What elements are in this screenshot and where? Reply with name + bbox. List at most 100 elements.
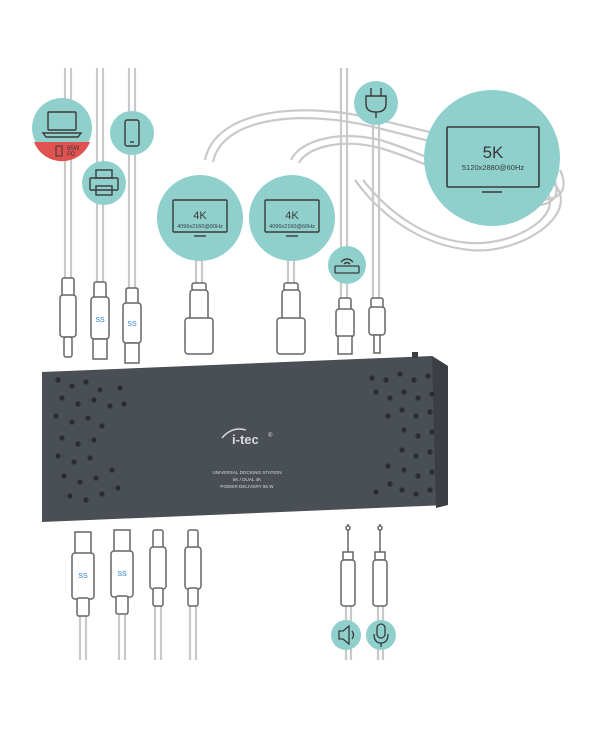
usb-a-connector-bottom-1: SS xyxy=(71,531,95,617)
usb-c-connector-bottom-2 xyxy=(184,529,202,607)
vent-hole xyxy=(387,395,393,401)
vent-hole xyxy=(59,435,65,441)
vent-hole xyxy=(55,377,61,383)
laptop-circle: 65W PD xyxy=(32,98,92,162)
vent-hole xyxy=(91,397,97,403)
power-plug-circle xyxy=(354,81,398,125)
vent-hole xyxy=(415,433,421,439)
usb-c-connector-top xyxy=(59,277,77,358)
vent-hole xyxy=(415,395,421,401)
usb-a-connector-top-1: SS xyxy=(90,281,110,360)
vent-hole xyxy=(399,447,405,453)
vent-hole xyxy=(85,415,91,421)
usb-a-connector-top-2: SS xyxy=(122,287,142,364)
speaker-circle xyxy=(331,620,361,650)
microphone-circle xyxy=(366,620,396,650)
vent-hole xyxy=(397,371,403,377)
vent-hole xyxy=(413,453,419,459)
vent-hole xyxy=(427,449,433,455)
vent-hole xyxy=(387,481,393,487)
monitor-5k-spec: 5120x2880@60Hz xyxy=(462,163,524,172)
vent-hole xyxy=(99,491,105,497)
monitor-icon-5k xyxy=(446,126,540,193)
vent-hole xyxy=(61,473,67,479)
vent-hole xyxy=(413,491,419,497)
brand-logo-text: i-tec xyxy=(232,432,259,447)
vent-hole xyxy=(429,469,435,475)
router-circle xyxy=(328,246,366,284)
display-connector-2 xyxy=(276,282,306,355)
vent-hole xyxy=(383,377,389,383)
vent-hole xyxy=(83,497,89,503)
vent-hole xyxy=(429,429,435,435)
laptop-icon xyxy=(41,111,83,138)
vent-hole xyxy=(55,453,61,459)
pd-wattage-label: 65W xyxy=(67,146,80,152)
printer-icon xyxy=(89,169,119,196)
vent-hole xyxy=(385,463,391,469)
vent-hole xyxy=(427,409,433,415)
printer-circle xyxy=(82,161,126,205)
microphone-icon xyxy=(373,623,389,647)
vent-hole xyxy=(427,487,433,493)
usb-c-connector-bottom-1 xyxy=(149,529,167,607)
power-plug-icon xyxy=(365,88,387,118)
vent-hole xyxy=(53,413,59,419)
ventilation-holes xyxy=(53,371,435,503)
svg-text:SS: SS xyxy=(127,321,137,328)
dock-label-line2: 5K / DUAL 4K xyxy=(233,477,262,482)
ethernet-connector xyxy=(335,297,355,355)
vent-hole xyxy=(415,473,421,479)
vent-hole xyxy=(373,389,379,395)
router-icon xyxy=(334,258,360,274)
monitor-4k-circle-1: 4K 4096x2160@60Hz xyxy=(157,175,243,261)
vent-hole xyxy=(91,437,97,443)
dock-label-line3: POWER DELIVERY 65 W xyxy=(220,484,274,489)
svg-text:SS: SS xyxy=(117,571,127,578)
vent-hole xyxy=(93,475,99,481)
power-jack-connector xyxy=(368,297,386,354)
vent-hole xyxy=(97,387,103,393)
audio-jack-speaker xyxy=(340,524,356,607)
monitor-icon-2 xyxy=(264,199,320,237)
vent-hole xyxy=(369,375,375,381)
vent-hole xyxy=(69,383,75,389)
usb-a-connector-bottom-2: SS xyxy=(110,529,134,615)
monitor-1-resolution: 4K xyxy=(193,210,207,222)
vent-hole xyxy=(83,379,89,385)
vent-hole xyxy=(75,401,81,407)
vent-hole xyxy=(385,413,391,419)
dock-label-line1: UNIVERSAL DOCKING STATION xyxy=(212,470,281,475)
vent-hole xyxy=(109,467,115,473)
vent-hole xyxy=(75,441,81,447)
vent-hole xyxy=(401,389,407,395)
vent-hole xyxy=(77,479,83,485)
speaker-icon xyxy=(338,624,355,646)
brand-registered: ® xyxy=(268,432,273,439)
vent-hole xyxy=(373,489,379,495)
vent-hole xyxy=(401,467,407,473)
monitor-5k-resolution: 5K xyxy=(483,143,504,162)
vent-hole xyxy=(71,459,77,465)
svg-text:SS: SS xyxy=(78,573,88,580)
vent-hole xyxy=(107,403,113,409)
display-connector-1 xyxy=(184,282,214,355)
vent-hole xyxy=(411,377,417,383)
smartphone-icon xyxy=(124,119,140,147)
smartphone-circle xyxy=(110,111,154,155)
vent-hole xyxy=(399,487,405,493)
vent-hole xyxy=(413,413,419,419)
pd-abbrev-label: PD xyxy=(67,152,76,158)
dock-body: i-tec ® UNIVERSAL DOCKING STATION 5K / D… xyxy=(42,352,448,522)
vent-hole xyxy=(59,395,65,401)
monitor-5k-circle: 5K 5120x2880@60Hz xyxy=(424,90,560,226)
brand-logo: i-tec ® xyxy=(221,428,273,447)
vent-hole xyxy=(69,419,75,425)
svg-text:SS: SS xyxy=(95,317,105,324)
vent-hole xyxy=(67,493,73,499)
monitor-4k-circle-2: 4K 4096x2160@60Hz xyxy=(249,175,335,261)
vent-hole xyxy=(121,401,127,407)
vent-hole xyxy=(117,385,123,391)
monitor-1-spec: 4096x2160@60Hz xyxy=(177,224,223,230)
